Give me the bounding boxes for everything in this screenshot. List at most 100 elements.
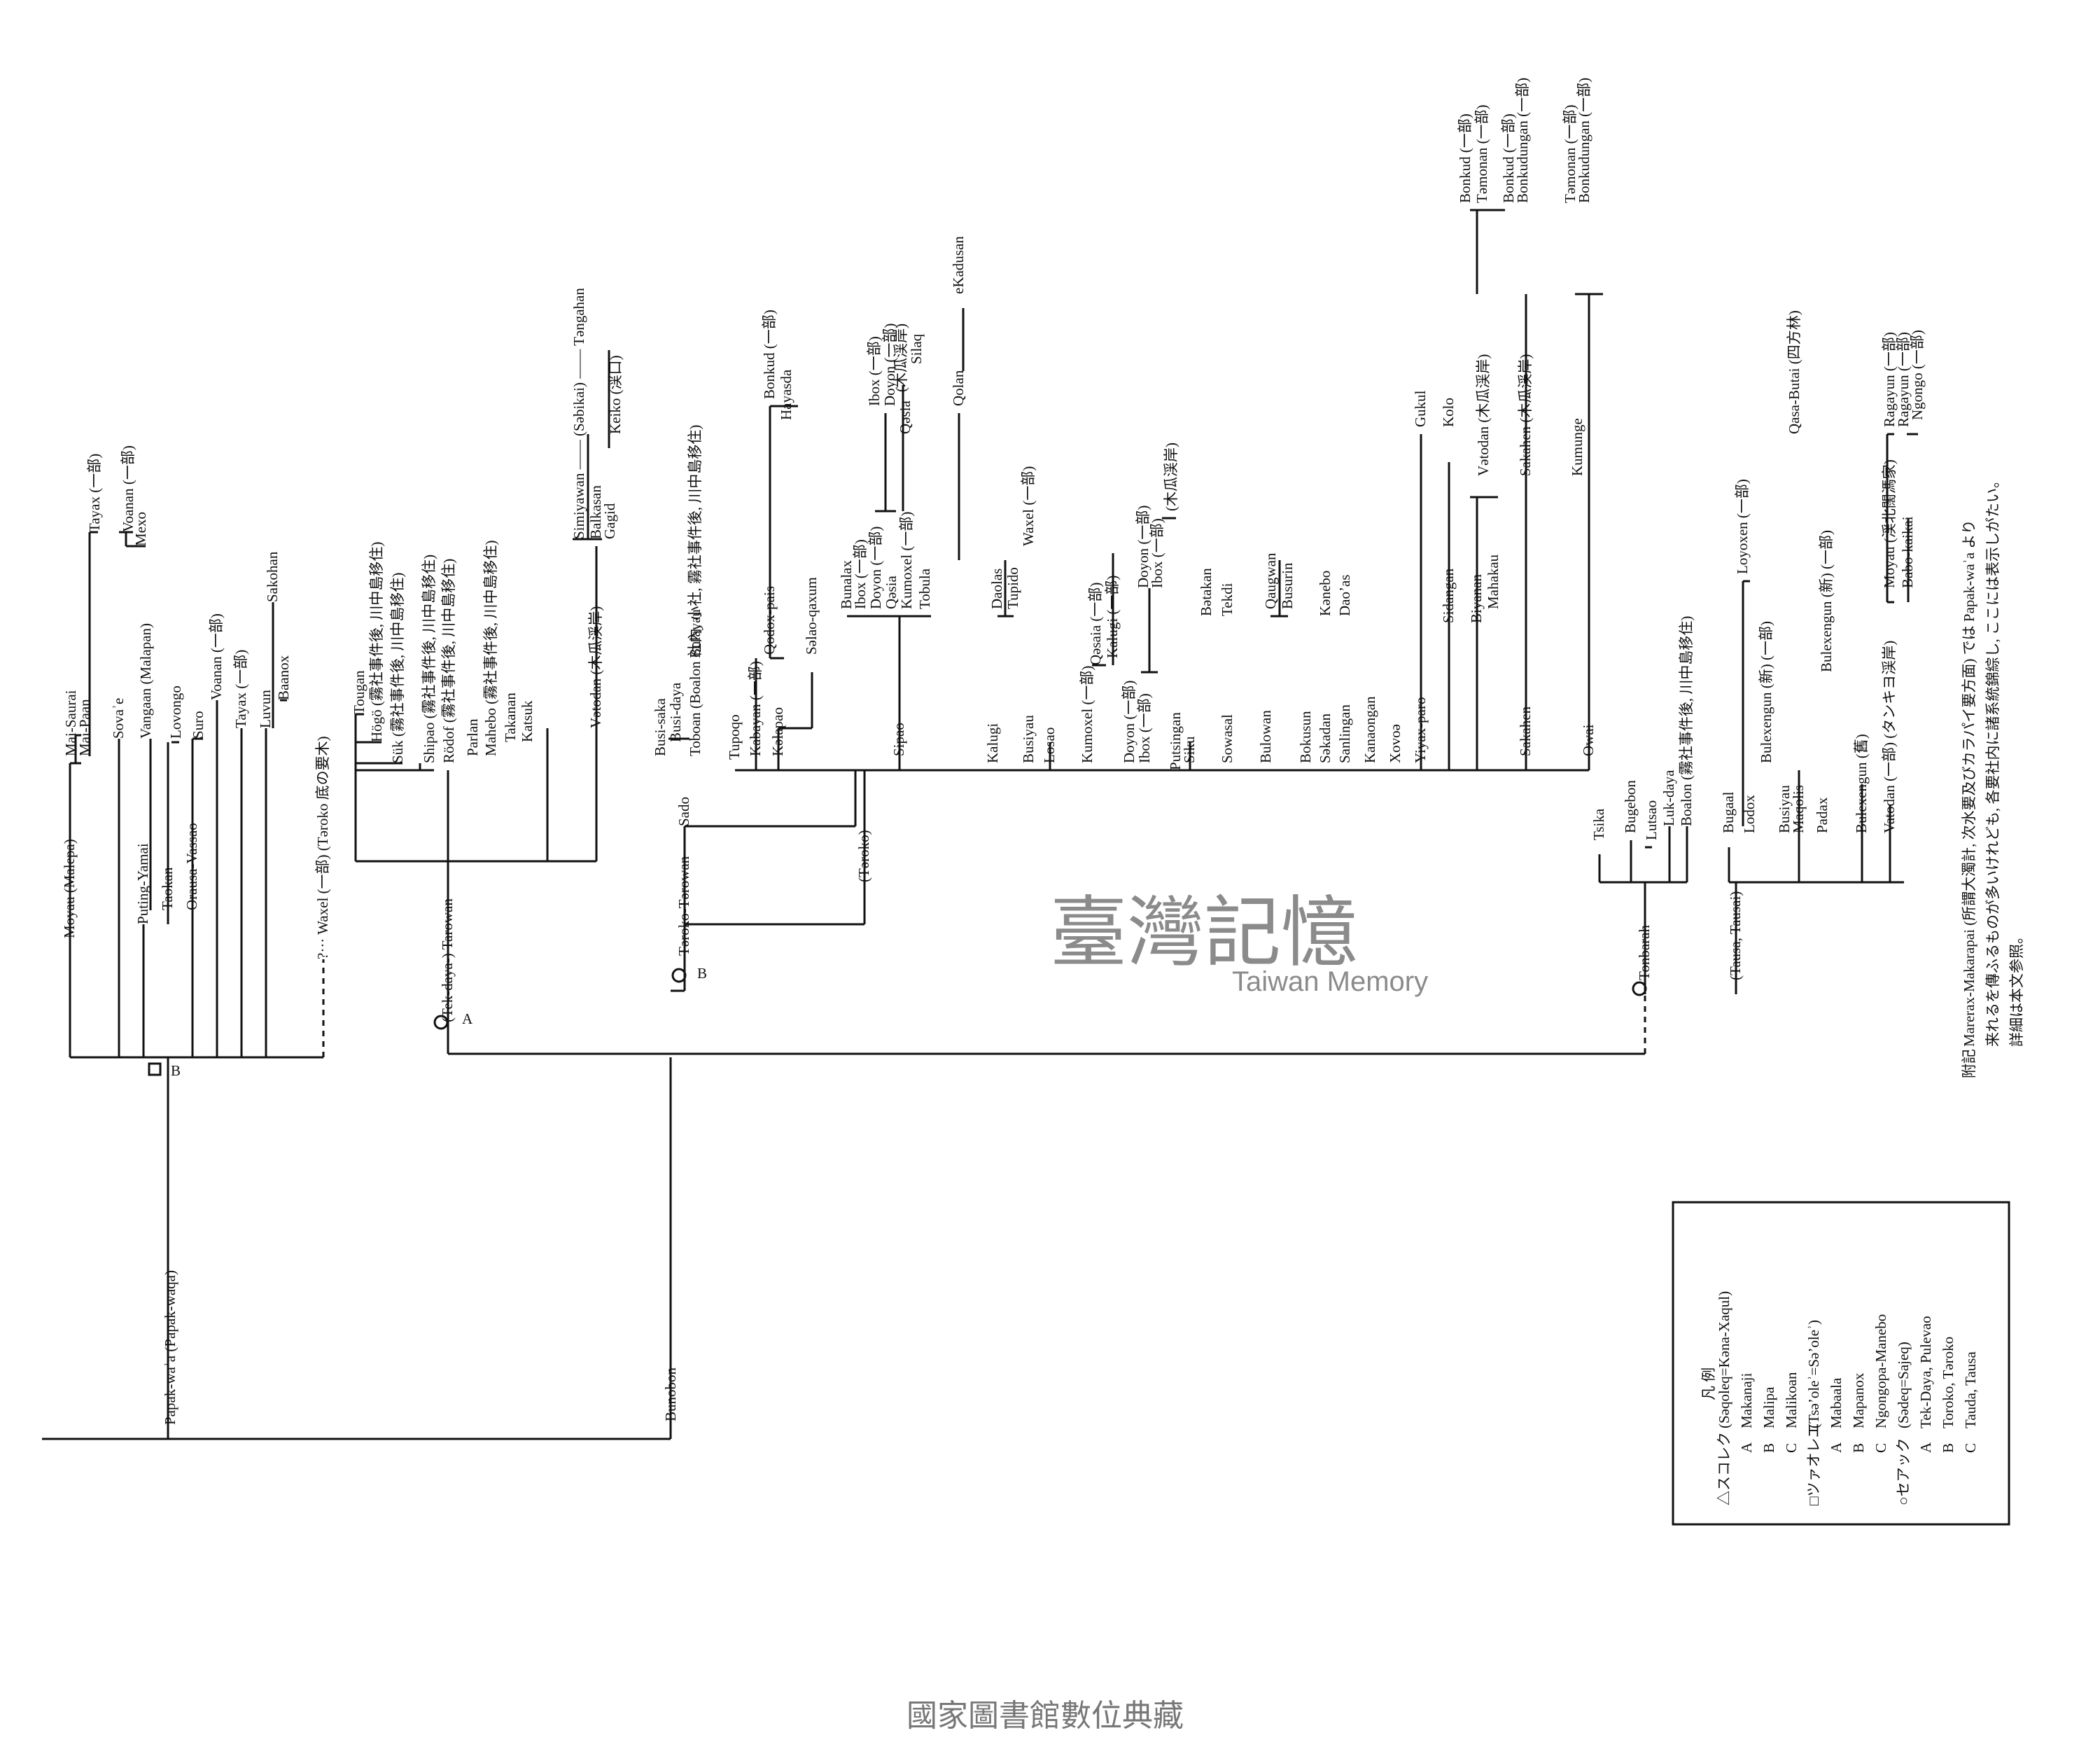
legend-code: B <box>1760 1443 1777 1453</box>
tree-node-label: Doyon (一部) <box>867 527 884 609</box>
legend-code: B <box>1940 1443 1956 1453</box>
footnote-line: Marerax-Makarapai (所謂大濁計, 次水要及びカラパイ要方面) … <box>1961 520 1977 1047</box>
tree-node-label: Doyon (一部) <box>881 323 898 406</box>
tree-node-label: Parlan <box>464 718 481 756</box>
circle-marker-a-label: A <box>462 1010 473 1027</box>
tree-node-label: Qodox-pais <box>761 586 778 655</box>
tree-node-label: (Tausa, Tausai) <box>1727 891 1744 980</box>
legend-entry: Ngongopa-Manebo <box>1872 1314 1889 1428</box>
tree-node-label: Bonkud (一部) <box>761 309 778 399</box>
tree-node-label: Kabayan (一部) <box>747 661 764 756</box>
tree-node-label: Sipao <box>890 723 907 756</box>
tree-node-label: Shipao (霧社事件後, 川中島移住) <box>421 555 438 763</box>
tree-node-label: Busiyau <box>1020 715 1037 763</box>
tree-node-label: (Təroko) <box>855 830 872 882</box>
tree-node-label: Qaugwan <box>1262 552 1279 609</box>
legend-code: A <box>1738 1442 1755 1453</box>
tree-node-label: Mai-Saurai <box>62 690 79 756</box>
tree-node-label: Luk-daya <box>1660 770 1677 826</box>
tree-node-label: Vangaan (Malapan) <box>137 623 154 739</box>
tree-node-label: Bonkud (一部) <box>1457 113 1474 203</box>
legend-symbol: □ツァオレエ <box>1805 1423 1822 1505</box>
tree-node-label: Bugaal <box>1720 791 1737 833</box>
legend-entry: Tauda, Tausa <box>1962 1351 1979 1428</box>
tree-node-label: Sanlingan <box>1336 704 1353 763</box>
tree-node-label: Voanan (一部) <box>120 445 136 532</box>
tree-node-label: Moyau (Malepa) <box>61 839 78 938</box>
tree-node-label: Qəsaia (一部) <box>1087 583 1104 665</box>
tree-node-label: Voanan (一部) <box>208 613 225 700</box>
circle-marker-b <box>671 968 687 983</box>
footnote-line: 来れるを傳ふるものが多いけれども, 各要社内に諸系統錦綜し, ここには表示しがた… <box>1984 473 2001 1047</box>
tree-node-label: Gukul <box>1412 390 1429 427</box>
tree-node-label: Sakohan <box>264 551 281 602</box>
tree-node-label: Sado <box>676 797 692 826</box>
tree-node-label: Tupoqo <box>726 714 743 760</box>
tree-node-label: Kalugi (一部) <box>1104 576 1121 658</box>
tree-node-label: Toboan (Boalon 社內, 小社, 霧社事件後, 川中島移住) <box>687 425 704 756</box>
circle-marker-c <box>1632 981 1647 996</box>
square-marker <box>148 1062 162 1076</box>
watermark-logo: 臺灣記憶 <box>1050 888 1358 977</box>
tree-node-label: (木瓜渓岸) <box>892 323 909 392</box>
tree-node-label: Maqolis <box>1790 785 1807 833</box>
tree-node-label: eKadusan <box>950 236 967 294</box>
tree-node-label: Busurin <box>1279 562 1296 609</box>
tree-node-label: Busi-saka <box>652 698 668 757</box>
legend-entry: Makanaji <box>1738 1373 1755 1428</box>
legend-title: 凡 例 <box>1700 1367 1717 1400</box>
tree-node-label: Səkadan <box>1317 713 1334 763</box>
tree-node-label: Boalon (霧社事件後, 川中島移住) <box>1678 616 1695 826</box>
tree-node-label: Orausa-Vassao <box>183 823 200 910</box>
tree-node-label: Təmonan (一部) <box>1562 104 1578 203</box>
tree-node-label: Taokan <box>159 867 176 910</box>
tree-node-label: Bulayau <box>687 609 704 658</box>
tree-node-label: Högö (霧社事件後, 川中島移住) <box>368 542 385 742</box>
tree-node-label: Kalugi <box>984 723 1001 763</box>
tree-node-label: Tekdi <box>1219 583 1236 616</box>
tree-node-label: Moyau (渓北闊溤家) <box>1881 459 1898 588</box>
legend-code: C <box>1962 1443 1979 1453</box>
watermark-subtitle: Taiwan Memory <box>1232 966 1428 997</box>
tree-node-label: Puting-Yamai <box>134 843 151 924</box>
legend-entry: Mapanox <box>1850 1372 1867 1428</box>
tree-node-label: Kanaongan <box>1362 696 1378 763</box>
tree-node-label: Katsuk <box>519 700 536 742</box>
legend-entry: Toroko, Təroko <box>1940 1337 1956 1428</box>
tree-node-label: Doyon (一部) <box>1121 681 1138 763</box>
tree-node-label: Gagid <box>601 503 618 539</box>
tree-node-label: Babo-kaikai <box>1899 516 1916 588</box>
tree-node-label: Mahakau <box>1485 554 1502 609</box>
tree-node-label: Rödof (霧社事件後, 川中島移住) <box>440 559 457 763</box>
tree-node-label: Ragayun (一部) <box>1881 332 1898 427</box>
tree-node-label: Hayasda <box>778 369 794 420</box>
tree-node-label: Tsika <box>1590 808 1607 840</box>
tree-node-label: Sowasal <box>1219 714 1236 763</box>
tree-node-label: Qəsia <box>883 576 899 609</box>
footnote-line: 詳細は本文参照。 <box>2008 929 2025 1047</box>
tree-node-label: Sovaʾe <box>110 698 127 739</box>
tree-node-label: Biyanan <box>1468 574 1485 623</box>
tree-node-label: Kəlapao <box>769 707 786 756</box>
tree-node-label: Ibox (一部) <box>852 539 869 609</box>
tree-node-label: Busi-daya <box>667 682 684 742</box>
tree-node-label: Sakahen <box>1517 706 1534 756</box>
tree-node-label: Qolan <box>950 370 967 406</box>
tree-connector-lines <box>42 209 1918 1440</box>
tree-node-label: Waxel (一部) <box>1020 466 1037 546</box>
tree-node-label: Daolas <box>988 569 1005 609</box>
tree-node-label: Silaq <box>908 333 925 364</box>
tree-node-label: Sakahen (木瓜渓岸) <box>1517 354 1534 476</box>
tree-node-label: Qasa-Butai (四方林) <box>1786 310 1802 434</box>
tree-node-label: Ngongo (一部) <box>1909 330 1926 420</box>
tree-node-label: Tougan <box>351 670 368 714</box>
legend-entry: Tek-Daya, Pulevao <box>1917 1316 1934 1428</box>
tree-node-label: Tayax (一部) <box>86 454 103 532</box>
tree-node-label: Tonbarah <box>1636 925 1653 980</box>
tree-node-label: Baanox <box>275 655 292 700</box>
legend-code: C <box>1783 1443 1800 1453</box>
tree-node-label: Lovongo <box>167 685 184 739</box>
tree-node-label: Bulexengun (新) (一部) <box>1818 530 1835 672</box>
tree-node-label: Mexo <box>132 512 149 546</box>
